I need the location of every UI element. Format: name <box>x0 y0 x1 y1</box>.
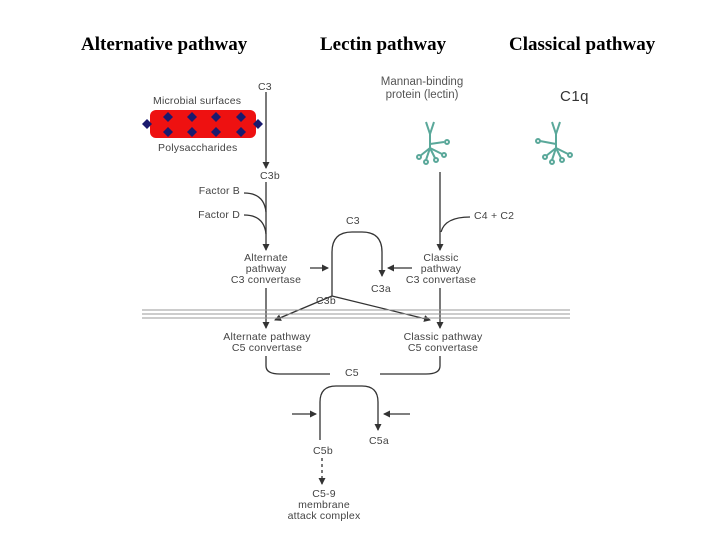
classic-c3-line2: pathway <box>420 263 462 275</box>
classic-c3-line3: C3 convertase <box>405 274 477 286</box>
label-alt-c3-convertase: Alternate pathway C3 convertase <box>224 253 308 286</box>
lectin-note: Mannan-binding protein (lectin) <box>372 76 472 102</box>
c3-cleavage-loop <box>331 231 386 296</box>
alt-c3-line1: Alternate <box>244 252 288 264</box>
alt-c3-line2: pathway <box>245 263 287 275</box>
label-microbial-surfaces: Microbial surfaces <box>153 95 242 107</box>
label-c3b-second: C3b <box>316 295 336 307</box>
mannan-binding-lectin-icon <box>416 121 450 165</box>
label-c3b-first: C3b <box>260 170 280 182</box>
c1q-label: C1q <box>560 88 590 105</box>
arrow-factor-d <box>243 214 267 235</box>
arrow-c4-c2 <box>440 216 471 233</box>
label-c4-c2: C4 + C2 <box>474 210 515 222</box>
alt-c3-line3: C3 convertase <box>230 274 302 286</box>
microbial-surface-icon <box>142 110 263 138</box>
label-polysaccharides: Polysaccharides <box>158 142 238 154</box>
lectin-note-line1: Mannan-binding <box>380 76 464 88</box>
label-classic-c3-convertase: Classic pathway C3 convertase <box>396 253 486 286</box>
label-c3-top: C3 <box>258 81 272 93</box>
arrow-c3b-to-alt-c5 <box>274 295 333 321</box>
alternative-pathway-header: Alternative pathway <box>81 34 248 55</box>
label-classic-c5-convertase: Classic pathway C5 convertase <box>388 332 498 354</box>
label-c3-mid: C3 <box>346 215 360 227</box>
label-factor-b: Factor B <box>198 185 240 197</box>
classic-c5-line1: Classic pathway <box>403 331 483 343</box>
label-c5b: C5b <box>313 445 333 457</box>
label-alt-c5-convertase: Alternate pathway C5 convertase <box>208 332 326 354</box>
alt-c5-line2: C5 convertase <box>231 342 303 354</box>
label-factor-d: Factor D <box>198 209 240 221</box>
lectin-note-line2: protein (lectin) <box>385 89 459 101</box>
mac-line2: membrane <box>298 499 350 511</box>
alt-c5-line1: Alternate pathway <box>223 331 311 343</box>
line-alt-c5-to-c5 <box>265 356 330 375</box>
arrow-c3b-to-classic-c5 <box>331 295 431 322</box>
membrane-line <box>142 309 570 319</box>
label-c5: C5 <box>345 367 359 379</box>
mac-line3: attack complex <box>287 510 361 522</box>
classic-c5-line2: C5 convertase <box>407 342 479 354</box>
c5-cleavage-loop <box>319 385 382 440</box>
arrow-factor-b <box>243 192 267 213</box>
classic-c3-line1: Classic <box>423 252 459 264</box>
label-c5a: C5a <box>369 435 389 447</box>
label-membrane-attack-complex: C5-9 membrane attack complex <box>278 489 370 522</box>
line-classic-c5-to-c5 <box>380 356 441 375</box>
mac-line1: C5-9 <box>312 488 336 500</box>
label-c3a: C3a <box>371 283 391 295</box>
classical-pathway-header: Classical pathway <box>509 34 656 55</box>
lectin-pathway-header: Lectin pathway <box>320 34 447 55</box>
c1q-molecule-icon <box>535 121 573 165</box>
